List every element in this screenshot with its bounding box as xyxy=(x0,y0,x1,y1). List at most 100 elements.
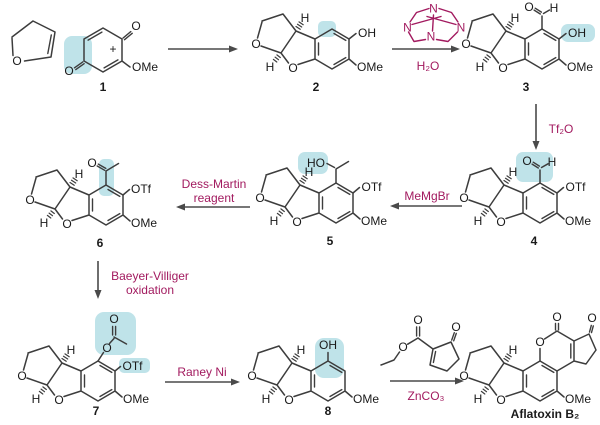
aflatoxin-name-label: Aflatoxin B₂ xyxy=(511,407,580,421)
compound-5-structure: HO OTf 5 xyxy=(254,156,389,248)
compound-3-cho-h-label: H xyxy=(550,1,559,15)
cyclopentenone-ester-reagent-structure: O O O xyxy=(380,313,461,372)
compound-3-oh-label: OH xyxy=(568,26,586,40)
compound-1-structure: O O OMe 1 xyxy=(64,19,158,94)
compound-2-number: 2 xyxy=(313,80,320,94)
compound-2-substituent-bonds xyxy=(348,32,357,40)
reaction-arrows xyxy=(94,45,540,386)
compound-1-double-bonds xyxy=(73,30,133,71)
compound-2-structure: OH 2 xyxy=(250,10,385,94)
hexamine-bonds xyxy=(407,7,459,43)
compound-5-substituent-bonds xyxy=(326,160,361,194)
compound-3-cho-o-label: O xyxy=(524,0,533,14)
compound-3-cho-double-bond xyxy=(533,7,543,15)
arrow-step2-head xyxy=(451,45,460,53)
compound-7-carbonyl-o-label: O xyxy=(109,312,118,326)
arrow-step4-head xyxy=(390,202,399,210)
highlight-c2-aromatic-ch xyxy=(318,21,336,37)
dihydrofuran-double-bond xyxy=(47,34,52,55)
dihydrofuran-structure: O xyxy=(11,20,56,68)
compound-4-otf-label: OTf xyxy=(566,180,587,194)
compound-3-structure: O H OH 3 xyxy=(460,0,595,94)
reagent-label-dess-martin-line2: reagent xyxy=(194,191,235,205)
ester-o-label: O xyxy=(398,340,407,354)
compound-5-ho-label: HO xyxy=(307,156,325,170)
compound-1-o-top-label: O xyxy=(131,19,140,33)
compound-6-structure: O OTf 6 xyxy=(24,156,159,250)
hexamine-reagent-structure: N N N N xyxy=(403,2,465,44)
compound-3-core xyxy=(460,10,595,76)
highlight-c4-cho xyxy=(516,152,553,182)
hexamine-n2-label: N xyxy=(403,21,412,35)
compound-8-oh-label: OH xyxy=(319,338,337,352)
highlight-c8-oh xyxy=(315,338,344,378)
compound-6-number: 6 xyxy=(97,236,104,250)
reagent-label-znco3: ZnCO₃ xyxy=(408,389,445,403)
compound-6-core xyxy=(24,166,159,232)
arrow-step7-head xyxy=(231,378,240,386)
compound-7-substituent-bonds xyxy=(97,336,128,372)
reagent-label-baeyer-villiger-line2: oxidation xyxy=(126,283,174,297)
reagent-label-tf2o: Tf₂O xyxy=(549,122,574,136)
compound-6-acetyl-double-bond xyxy=(96,163,107,171)
compound-2-oh-label: OH xyxy=(358,26,376,40)
compound-7-structure: O O OTf 7 xyxy=(16,312,151,418)
compound-4-cho-o-label: O xyxy=(522,154,531,168)
aflatoxin-lactone-o-label: O xyxy=(535,335,544,349)
aflatoxin-lactone-carbonyl-o-label: O xyxy=(552,310,561,324)
arrow-step8-head xyxy=(455,377,464,385)
arrow-step3-head xyxy=(532,141,540,150)
compound-1-ome-label: OMe xyxy=(132,60,158,74)
aflatoxin-extra-ring-bonds xyxy=(539,330,597,372)
highlight-c7-otf xyxy=(119,358,150,373)
compound-4-structure: O H OTf 4 xyxy=(458,154,593,248)
aflatoxin-b2-structure: O O O Aflatoxin B₂ xyxy=(458,310,597,421)
compound-4-cho-double-bond xyxy=(531,161,541,169)
compound-8-core xyxy=(246,342,381,408)
cyclopentenone-bonds xyxy=(380,337,460,372)
hexamine-n4-label: N xyxy=(427,30,436,44)
compound-3-substituent-bonds xyxy=(541,9,567,40)
highlight-quinone-carbonyl xyxy=(64,36,92,74)
compound-7-ester-o-label: O xyxy=(102,341,111,355)
compound-7-number: 7 xyxy=(93,404,100,418)
reagent-label-water: H₂O xyxy=(417,59,440,73)
reagent-label-dess-martin-line1: Dess-Martin xyxy=(182,177,247,191)
compound-4-substituent-bonds xyxy=(539,163,565,194)
arrow-step1-head xyxy=(229,45,238,53)
cyclopentenone-ketone-o-label: O xyxy=(451,320,460,334)
hexamine-n1-label: N xyxy=(429,2,438,16)
compound-7-otf-label: OTf xyxy=(123,359,144,373)
compound-5-otf-label: OTf xyxy=(362,180,383,194)
compound-6-otf-label: OTf xyxy=(131,182,152,196)
compound-4-number: 4 xyxy=(531,234,538,248)
arrow-step6-head xyxy=(94,290,102,299)
dihydrofuran-bonds xyxy=(11,20,56,62)
aflatoxin-double-bonds xyxy=(554,322,594,359)
compound-5-core xyxy=(254,164,389,230)
reagent-label-memgbr: MeMgBr xyxy=(404,189,449,203)
reagent-label-raney-ni: Raney Ni xyxy=(177,365,226,379)
compound-2-core xyxy=(250,10,385,76)
compound-6-substituent-bonds xyxy=(105,162,131,196)
aflatoxin-core xyxy=(458,342,593,408)
compound-8-number: 8 xyxy=(325,404,332,418)
compound-8-structure: OH 8 xyxy=(246,338,381,418)
highlight-c3-oh xyxy=(561,24,595,42)
dihydrofuran-o-label: O xyxy=(12,54,21,68)
compound-3-number: 3 xyxy=(523,80,530,94)
plus-sign: + xyxy=(109,42,116,56)
compound-5-number: 5 xyxy=(327,234,334,248)
highlights xyxy=(64,21,595,378)
compound-1-o-bottom-label: O xyxy=(64,64,73,78)
compound-4-cho-h-label: H xyxy=(548,155,557,169)
arrow-step5-head xyxy=(176,203,185,211)
compound-6-acetyl-o-label: O xyxy=(87,156,96,170)
compound-7-ester-double-bond xyxy=(111,325,117,336)
reagent-label-baeyer-villiger-line1: Baeyer-Villiger xyxy=(111,269,189,283)
ester-carbonyl-o-label: O xyxy=(413,313,422,327)
cyclopentenone-double-bonds xyxy=(415,326,457,364)
compound-1-bonds xyxy=(83,27,131,73)
